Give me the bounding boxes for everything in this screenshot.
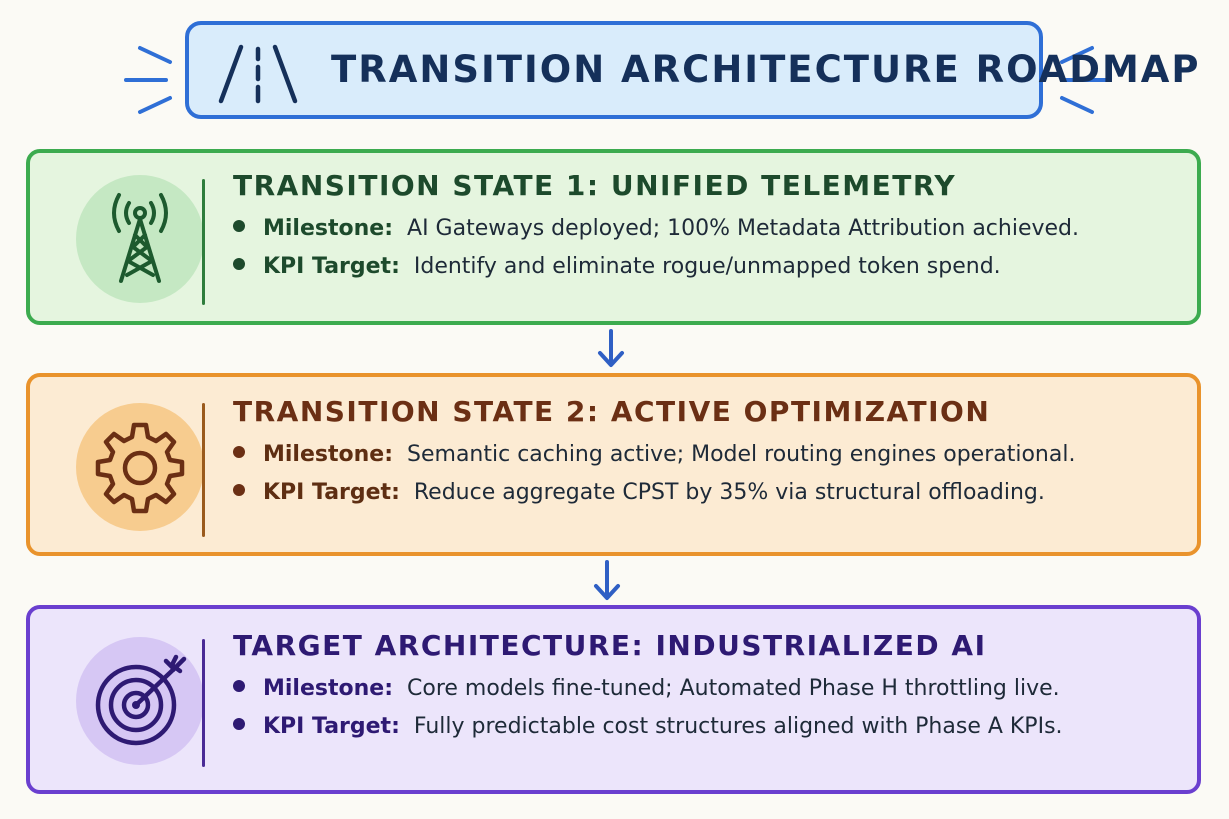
arrow-down-icon bbox=[594, 560, 620, 600]
bullet-dot bbox=[233, 446, 245, 458]
stage-content: TARGET ARCHITECTURE: INDUSTRIALIZED AI M… bbox=[233, 629, 1183, 752]
milestone-item: Milestone: AI Gateways deployed; 100% Me… bbox=[233, 216, 1183, 241]
divider bbox=[202, 639, 205, 767]
road-icon bbox=[218, 44, 298, 104]
stage-icon-badge bbox=[76, 403, 204, 531]
right-burst-icon bbox=[1060, 46, 1108, 114]
stage-icon-badge bbox=[76, 175, 204, 303]
stage-card-1: TRANSITION STATE 1: UNIFIED TELEMETRY Mi… bbox=[26, 149, 1201, 325]
bullet-dot bbox=[233, 220, 245, 232]
stage-heading: TRANSITION STATE 1: UNIFIED TELEMETRY bbox=[233, 169, 957, 202]
milestone-text: Core models fine-tuned; Automated Phase … bbox=[407, 676, 1060, 701]
milestone-label: Milestone: bbox=[263, 442, 394, 467]
milestone-label: Milestone: bbox=[263, 216, 394, 241]
stage-card-2: TRANSITION STATE 2: ACTIVE OPTIMIZATION … bbox=[26, 373, 1201, 556]
stage-card-3: TARGET ARCHITECTURE: INDUSTRIALIZED AI M… bbox=[26, 605, 1201, 794]
milestone-text: Semantic caching active; Model routing e… bbox=[407, 442, 1076, 467]
kpi-item: KPI Target: Fully predictable cost struc… bbox=[233, 714, 1183, 739]
milestone-label: Milestone: bbox=[263, 676, 394, 701]
page-title: TRANSITION ARCHITECTURE ROADMAP bbox=[331, 48, 1201, 91]
stage-icon-badge bbox=[76, 637, 204, 765]
bullet-dot bbox=[233, 680, 245, 692]
arrow-down-icon bbox=[598, 329, 624, 367]
target-arrow-icon bbox=[95, 654, 187, 746]
bullet-dot bbox=[233, 718, 245, 730]
divider bbox=[202, 179, 205, 305]
milestone-text: AI Gateways deployed; 100% Metadata Attr… bbox=[407, 216, 1080, 241]
kpi-item: KPI Target: Reduce aggregate CPST by 35%… bbox=[233, 480, 1183, 505]
stage-content: TRANSITION STATE 2: ACTIVE OPTIMIZATION … bbox=[233, 395, 1183, 518]
gear-icon bbox=[95, 422, 185, 514]
stage-heading: TRANSITION STATE 2: ACTIVE OPTIMIZATION bbox=[233, 395, 991, 428]
stage-heading: TARGET ARCHITECTURE: INDUSTRIALIZED AI bbox=[233, 629, 987, 662]
milestone-item: Milestone: Semantic caching active; Mode… bbox=[233, 442, 1183, 467]
kpi-text: Identify and eliminate rogue/unmapped to… bbox=[413, 254, 1001, 279]
title-banner: TRANSITION ARCHITECTURE ROADMAP bbox=[185, 21, 1199, 119]
divider bbox=[202, 403, 205, 537]
kpi-item: KPI Target: Identify and eliminate rogue… bbox=[233, 254, 1183, 279]
kpi-label: KPI Target: bbox=[263, 254, 400, 279]
kpi-text: Fully predictable cost structures aligne… bbox=[413, 714, 1063, 739]
left-burst-icon bbox=[124, 46, 172, 114]
kpi-label: KPI Target: bbox=[263, 714, 400, 739]
milestone-item: Milestone: Core models fine-tuned; Autom… bbox=[233, 676, 1183, 701]
bullet-dot bbox=[233, 484, 245, 496]
stage-content: TRANSITION STATE 1: UNIFIED TELEMETRY Mi… bbox=[233, 169, 1183, 292]
bullet-dot bbox=[233, 258, 245, 270]
kpi-text: Reduce aggregate CPST by 35% via structu… bbox=[413, 480, 1045, 505]
antenna-tower-icon bbox=[112, 193, 168, 283]
kpi-label: KPI Target: bbox=[263, 480, 400, 505]
